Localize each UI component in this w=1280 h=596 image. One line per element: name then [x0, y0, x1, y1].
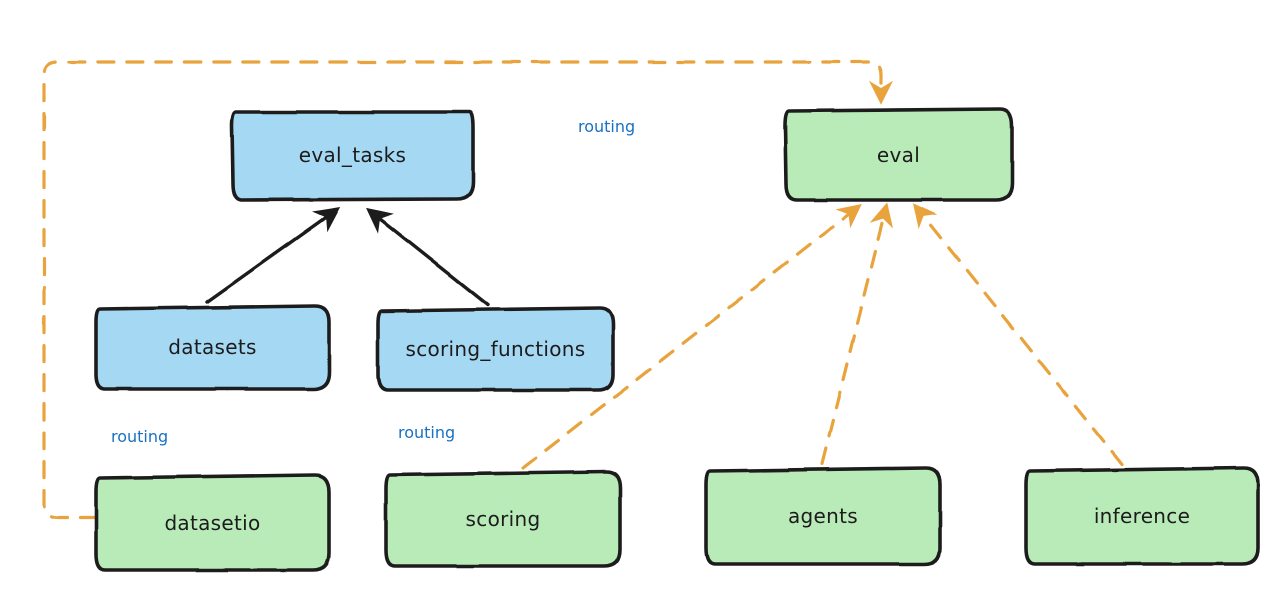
node-datasetio[interactable]: [94, 473, 331, 572]
node-scoring[interactable]: [384, 470, 622, 568]
edge-agents-eval: [820, 202, 894, 466]
node-scoring-functions[interactable]: [376, 306, 615, 392]
node-eval-tasks[interactable]: [230, 110, 475, 202]
node-eval[interactable]: [783, 107, 1014, 202]
edge-datasetio-eval: [42, 60, 893, 520]
node-inference[interactable]: [1024, 466, 1260, 566]
edge-scoring-functions-eval-tasks: [366, 207, 490, 307]
node-agents[interactable]: [704, 466, 942, 566]
node-datasets[interactable]: [94, 304, 331, 391]
edge-scoring-eval: [521, 204, 862, 470]
edge-datasets-eval-tasks: [205, 207, 341, 304]
edge-inference-eval: [912, 203, 1124, 466]
